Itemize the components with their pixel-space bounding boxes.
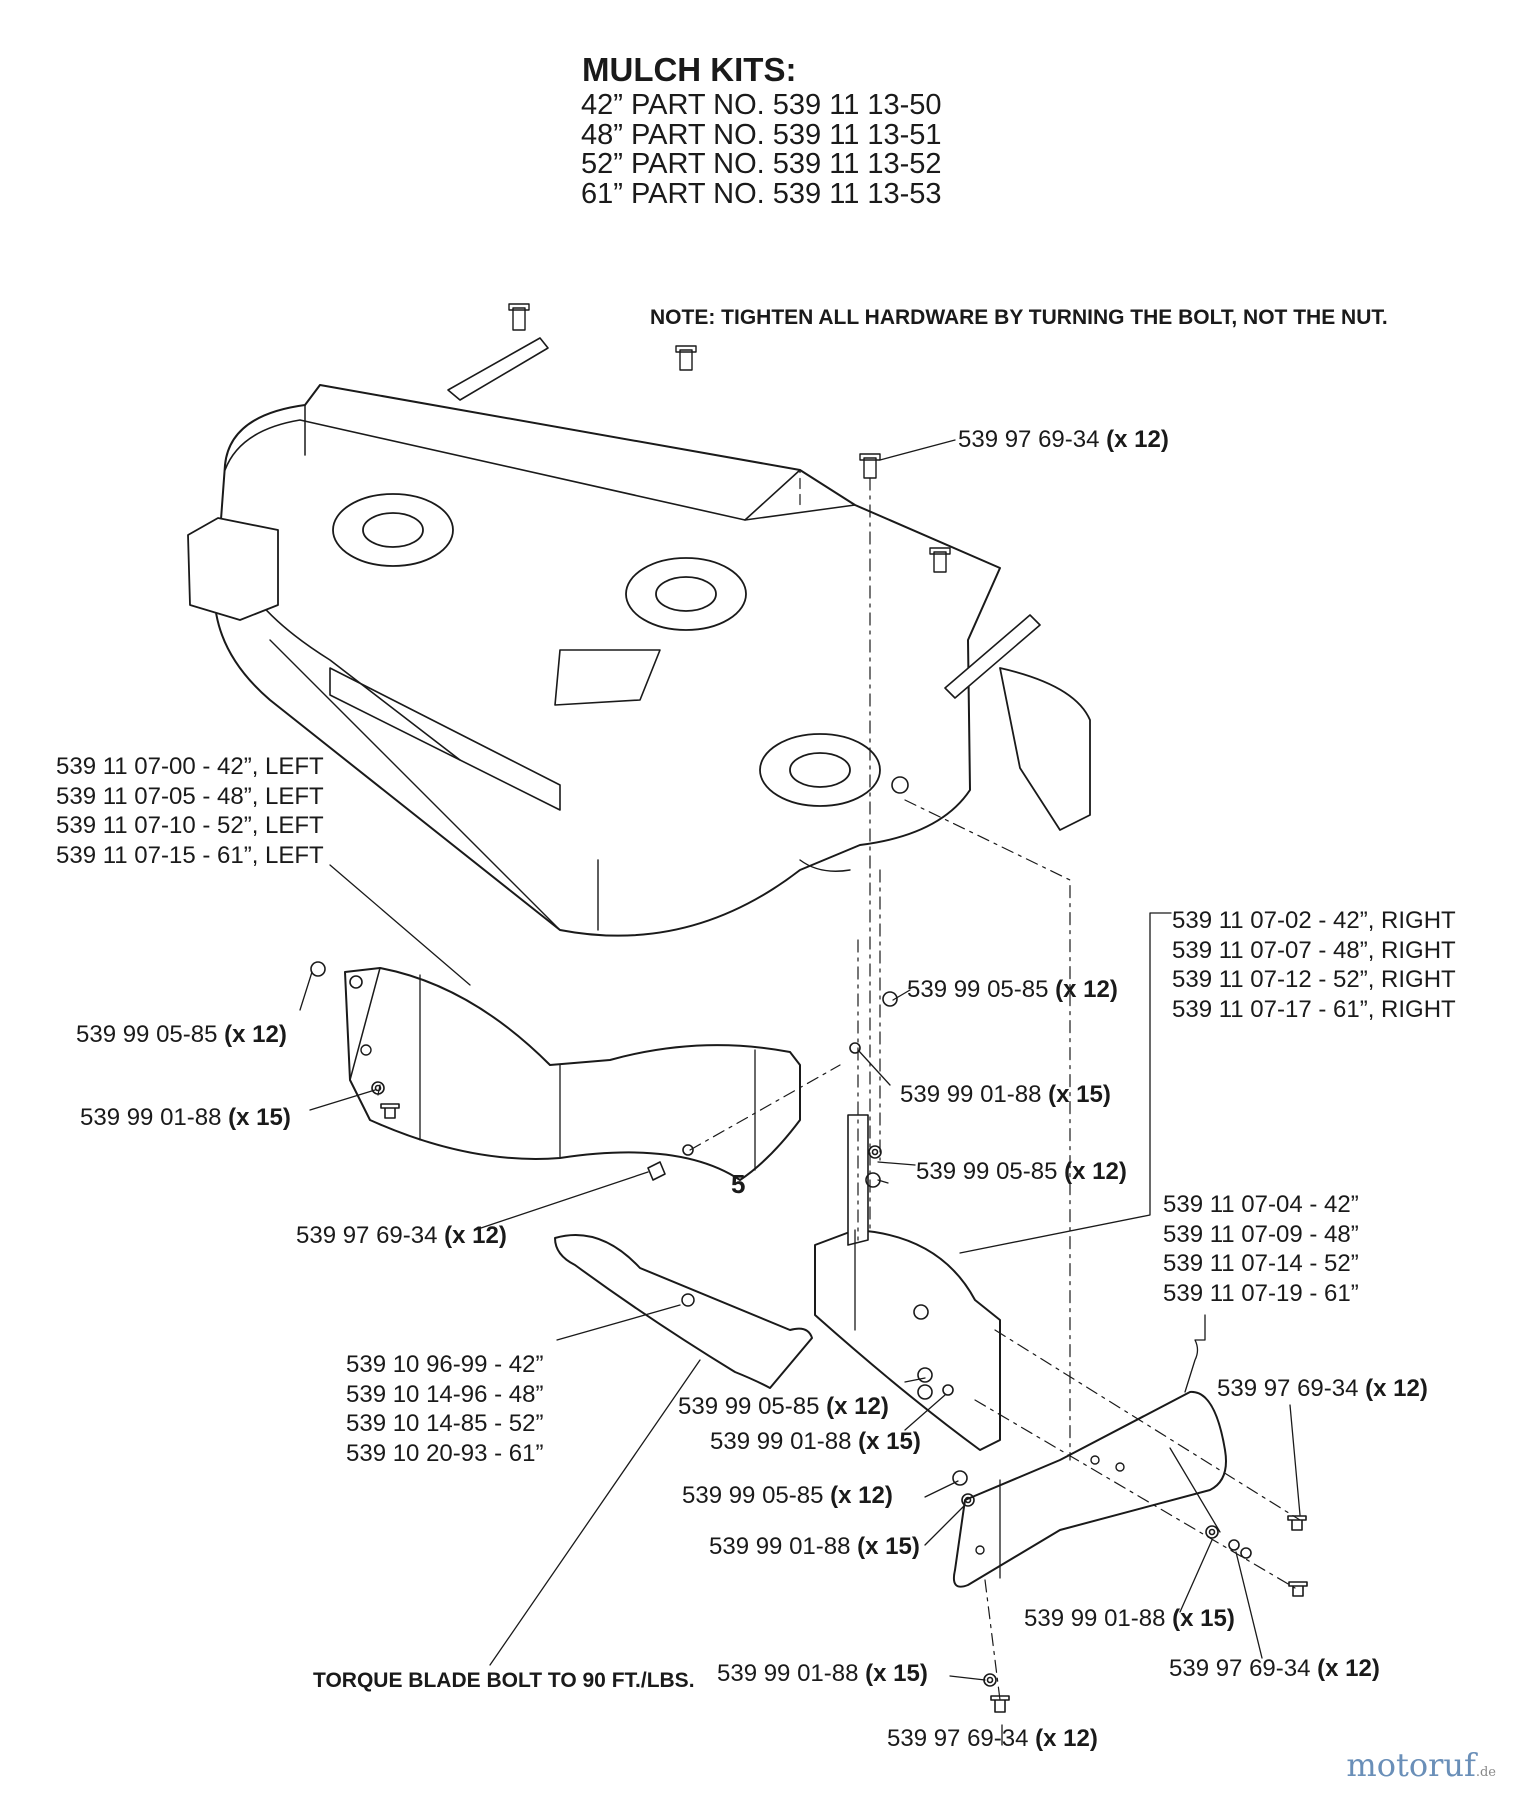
quantity: (x 12) [826,1393,889,1420]
front-mulch-baffle [952,1390,1227,1588]
part-number: 539 99 01-88 [1024,1605,1166,1632]
blade-42: 539 10 96-99 - 42” [346,1351,544,1378]
quantity: (x 15) [858,1428,921,1455]
quantity: (x 12) [1064,1158,1127,1185]
callout-washer-center: 539 99 01-88 (x 15) [900,1080,1111,1110]
kit-42: 42” PART NO. 539 11 13-50 [581,89,942,121]
right-baffle-52: 539 11 07-12 - 52”, RIGHT [1172,966,1456,993]
callout-bolt-center: 539 97 69-34 (x 12) [296,1221,507,1251]
quantity: (x 12) [830,1482,893,1509]
front-baffle-52: 539 11 07-14 - 52” [1163,1250,1359,1277]
callout-bolt-right: 539 97 69-34 (x 12) [1217,1374,1428,1404]
left-baffle-52: 539 11 07-10 - 52”, LEFT [56,812,324,839]
quantity: (x 15) [865,1660,928,1687]
front-baffle-61: 539 11 07-19 - 61” [1163,1279,1359,1307]
leader-lines [299,439,1301,1746]
mulch-kits-title: MULCH KITS: [582,51,797,88]
torque-note: TORQUE BLADE BOLT TO 90 FT./LBS. [313,1669,695,1692]
item-number-5: 5 [731,1169,746,1199]
mower-deck [187,303,1091,937]
part-number: 539 99 01-88 [900,1081,1042,1108]
quantity: (x 15) [228,1104,291,1131]
callout-bolt-top: 539 97 69-34 (x 12) [958,425,1169,455]
callout-bolt-bottom: 539 97 69-34 (x 12) [887,1724,1098,1754]
quantity: (x 15) [1172,1605,1235,1632]
watermark-tld: .de [1475,1765,1496,1780]
callout-right-baffle: 539 11 07-02 - 42”, RIGHT 539 11 07-07 -… [1172,906,1456,1024]
part-number: 539 97 69-34 [887,1725,1029,1752]
part-number: 539 97 69-34 [1217,1375,1359,1402]
right-mulch-baffle [814,1114,1001,1451]
part-number: 539 99 05-85 [76,1021,218,1048]
left-mulch-baffle [344,967,801,1181]
blade-61: 539 10 20-93 - 61” [346,1439,544,1467]
callout-washer-left: 539 99 01-88 (x 15) [80,1103,291,1133]
kit-48: 48” PART NO. 539 11 13-51 [581,118,942,151]
callout-nut-low: 539 99 05-85 (x 12) [682,1481,893,1511]
kit-52: 52” PART NO. 539 11 13-52 [581,148,942,180]
part-number: 539 99 01-88 [710,1428,852,1455]
part-number: 539 99 05-85 [682,1482,824,1509]
quantity: (x 12) [444,1222,507,1249]
part-number: 539 97 69-34 [958,426,1100,453]
front-baffle-42: 539 11 07-04 - 42” [1163,1191,1359,1218]
callout-blade: 539 10 96-99 - 42” 539 10 14-96 - 48” 53… [346,1350,543,1468]
hardware-note: NOTE: TIGHTEN ALL HARDWARE BY TURNING TH… [650,306,1388,329]
mower-blade [554,1234,813,1389]
right-baffle-48: 539 11 07-07 - 48”, RIGHT [1172,936,1456,964]
alignment-lines [377,477,1301,1701]
part-number: 539 99 05-85 [907,976,1049,1003]
callout-nut-center: 539 99 05-85 (x 12) [907,975,1118,1005]
callout-washer-mid: 539 99 01-88 (x 15) [710,1427,921,1457]
part-number: 539 99 01-88 [717,1660,859,1687]
part-number: 539 99 01-88 [80,1104,222,1131]
right-baffle-42: 539 11 07-02 - 42”, RIGHT [1172,907,1456,934]
callout-nut-center-low: 539 99 05-85 (x 12) [916,1157,1127,1187]
quantity: (x 12) [1106,426,1169,453]
callout-washer-right-low: 539 99 01-88 (x 15) [1024,1604,1235,1634]
blade-48: 539 10 14-96 - 48” [346,1380,544,1408]
callout-nut-left: 539 99 05-85 (x 12) [76,1020,287,1050]
watermark-logo: motoruf.de [1346,1746,1496,1784]
part-number: 539 99 01-88 [709,1533,851,1560]
part-number: 539 97 69-34 [296,1222,438,1249]
watermark-text: motoruf [1346,1746,1476,1784]
quantity: (x 12) [1055,976,1118,1003]
callout-washer-bottom: 539 99 01-88 (x 15) [717,1659,928,1689]
quantity: (x 12) [224,1021,287,1048]
left-baffle-42: 539 11 07-00 - 42”, LEFT [56,753,324,780]
quantity: (x 15) [857,1533,920,1560]
quantity: (x 12) [1035,1725,1098,1752]
callout-nut-mid: 539 99 05-85 (x 12) [678,1392,889,1422]
quantity: (x 15) [1048,1081,1111,1108]
front-baffle-48: 539 11 07-09 - 48” [1163,1220,1359,1248]
callout-front-baffle: 539 11 07-04 - 42” 539 11 07-09 - 48” 53… [1163,1190,1359,1308]
part-number: 539 99 05-85 [678,1393,820,1420]
spindle-mount-center [625,557,747,631]
quantity: (x 12) [1365,1375,1428,1402]
part-number: 539 99 05-85 [916,1158,1058,1185]
mulch-kit-part-list: 42” PART NO. 539 11 13-50 48” PART NO. 5… [581,89,942,210]
callout-left-baffle: 539 11 07-00 - 42”, LEFT 539 11 07-05 - … [56,752,324,870]
left-baffle-61: 539 11 07-15 - 61”, LEFT [56,841,324,869]
left-baffle-48: 539 11 07-05 - 48”, LEFT [56,782,324,810]
part-number: 539 97 69-34 [1169,1655,1311,1682]
spindle-mount-left [332,493,454,567]
callout-bolt-right-low: 539 97 69-34 (x 12) [1169,1654,1380,1684]
kit-61: 61” PART NO. 539 11 13-53 [581,177,942,210]
right-baffle-61: 539 11 07-17 - 61”, RIGHT [1172,995,1456,1023]
spindle-mount-right [759,733,881,807]
blade-52: 539 10 14-85 - 52” [346,1410,544,1437]
quantity: (x 12) [1317,1655,1380,1682]
callout-washer-low: 539 99 01-88 (x 15) [709,1532,920,1562]
